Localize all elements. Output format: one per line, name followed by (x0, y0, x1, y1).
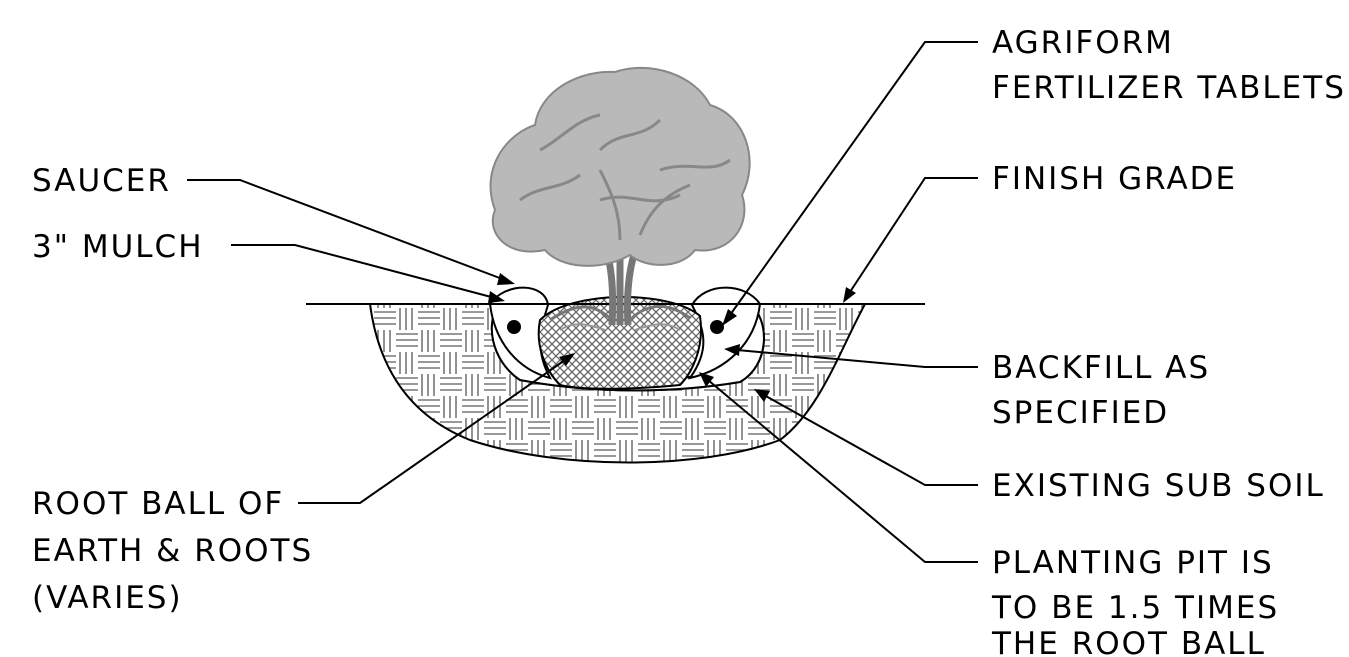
label-subsoil: EXISTING SUB SOIL (992, 468, 1325, 504)
fertilizer-tablet-left (507, 320, 521, 334)
label-planting-pit-line3: THE ROOT BALL (991, 626, 1266, 657)
tree-illustration (489, 66, 751, 331)
label-root-ball-line3: (VARIES) (32, 580, 183, 616)
label-planting-pit-line2: TO BE 1.5 TIMES (991, 590, 1279, 626)
leader-lines (187, 41, 978, 563)
label-root-ball-line1: ROOT BALL OF (32, 486, 284, 522)
label-planting-pit-line1: PLANTING PIT IS (992, 545, 1274, 581)
label-mulch: 3" MULCH (32, 229, 204, 265)
label-finish-grade: FINISH GRADE (992, 161, 1237, 197)
label-agriform-line1: AGRIFORM (992, 25, 1174, 61)
label-agriform-line2: FERTILIZER TABLETS (992, 70, 1346, 106)
label-backfill-line1: BACKFILL AS (992, 350, 1210, 386)
fertilizer-tablet-right (710, 320, 724, 334)
label-saucer: SAUCER (32, 163, 171, 199)
label-root-ball-line2: EARTH & ROOTS (32, 533, 313, 569)
label-backfill-line2: SPECIFIED (992, 395, 1169, 431)
